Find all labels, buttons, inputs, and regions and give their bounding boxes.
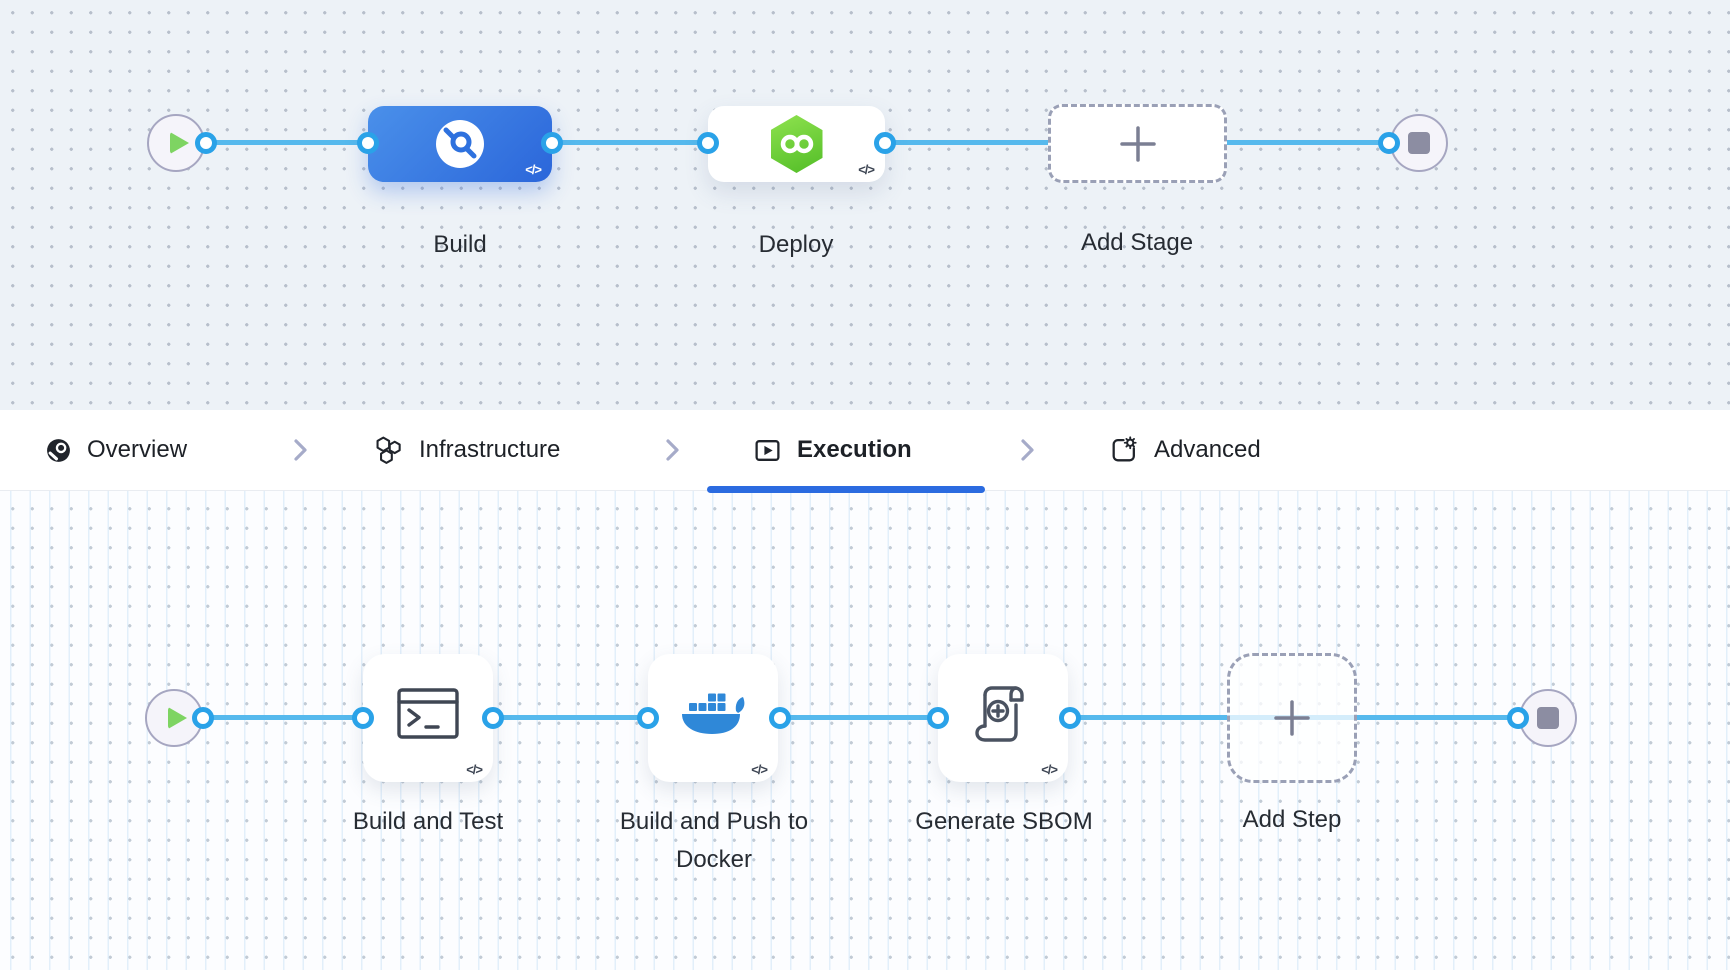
link-port: [1507, 707, 1529, 729]
tab-label: Execution: [797, 436, 912, 463]
execution-canvas[interactable]: [0, 491, 1730, 970]
tab-label: Overview: [87, 436, 188, 463]
plus-icon: [1119, 125, 1157, 163]
stage-node-deploy[interactable]: </>: [708, 106, 885, 182]
connector-line: [493, 715, 648, 720]
tab-label: Infrastructure: [419, 436, 561, 463]
tab-execution[interactable]: Execution: [753, 410, 912, 490]
stage-label: Build: [433, 231, 487, 258]
stop-icon: [1537, 707, 1559, 729]
step-node-build-and-push-to-docker[interactable]: </>: [648, 654, 778, 782]
link-port: [482, 707, 504, 729]
infrastructure-icon: [373, 435, 404, 466]
link-port: [541, 132, 563, 154]
code-toggle-icon: </>: [466, 762, 483, 777]
connector-line: [203, 715, 363, 720]
tab-infrastructure[interactable]: Infrastructure: [373, 410, 560, 490]
code-toggle-icon: </>: [1041, 762, 1058, 777]
terminal-icon: [396, 687, 460, 741]
stage-config-tabbar: Overview Infrastructure: [0, 410, 1730, 493]
stage-node-build[interactable]: </>: [368, 106, 552, 182]
link-port: [697, 132, 719, 154]
step-node-generate-sbom[interactable]: </>: [938, 654, 1068, 782]
step-label: Build and Test: [352, 808, 504, 835]
link-port: [195, 132, 217, 154]
active-tab-underline: [707, 486, 985, 493]
execution-icon: [753, 436, 782, 465]
docker-icon: [679, 686, 747, 742]
code-toggle-icon: </>: [525, 162, 542, 177]
play-icon: [169, 132, 189, 154]
link-port: [769, 707, 791, 729]
connector-line: [780, 715, 938, 720]
link-port: [192, 707, 214, 729]
stage-label: Add Stage: [1080, 229, 1194, 256]
step-label: Add Step: [1242, 806, 1342, 833]
play-icon: [167, 707, 187, 729]
step-label: Generate SBOM: [915, 808, 1093, 835]
cd-stage-icon: [770, 115, 823, 173]
add-stage-button[interactable]: [1048, 104, 1227, 183]
stage-label: Deploy: [758, 231, 834, 258]
tab-advanced[interactable]: Advanced: [1108, 410, 1261, 490]
code-toggle-icon: </>: [858, 162, 875, 177]
stop-icon: [1408, 132, 1430, 154]
link-port: [1378, 132, 1400, 154]
pipeline-end-node: [1390, 114, 1448, 172]
connector-line: [206, 140, 368, 145]
link-port: [637, 707, 659, 729]
link-port: [357, 132, 379, 154]
ci-stage-icon: [436, 120, 484, 168]
plus-icon: [1273, 699, 1311, 737]
tab-overview[interactable]: Overview: [45, 410, 187, 490]
connector-line: [552, 140, 708, 145]
add-step-button[interactable]: [1227, 653, 1357, 783]
link-port: [927, 707, 949, 729]
code-toggle-icon: </>: [751, 762, 768, 777]
stage-canvas[interactable]: [0, 0, 1730, 410]
step-node-build-and-test[interactable]: </>: [363, 654, 493, 782]
link-port: [352, 707, 374, 729]
link-port: [874, 132, 896, 154]
chevron-right-icon: [1017, 437, 1037, 463]
link-port: [1059, 707, 1081, 729]
chevron-right-icon: [662, 437, 682, 463]
step-label: Build and Push to Docker: [619, 808, 809, 873]
tab-label: Advanced: [1154, 436, 1261, 463]
chevron-right-icon: [290, 437, 310, 463]
advanced-icon: [1108, 435, 1139, 466]
overview-icon: [45, 437, 72, 464]
pipeline-start-node: [147, 114, 205, 172]
scroll-plus-icon: [972, 683, 1034, 745]
